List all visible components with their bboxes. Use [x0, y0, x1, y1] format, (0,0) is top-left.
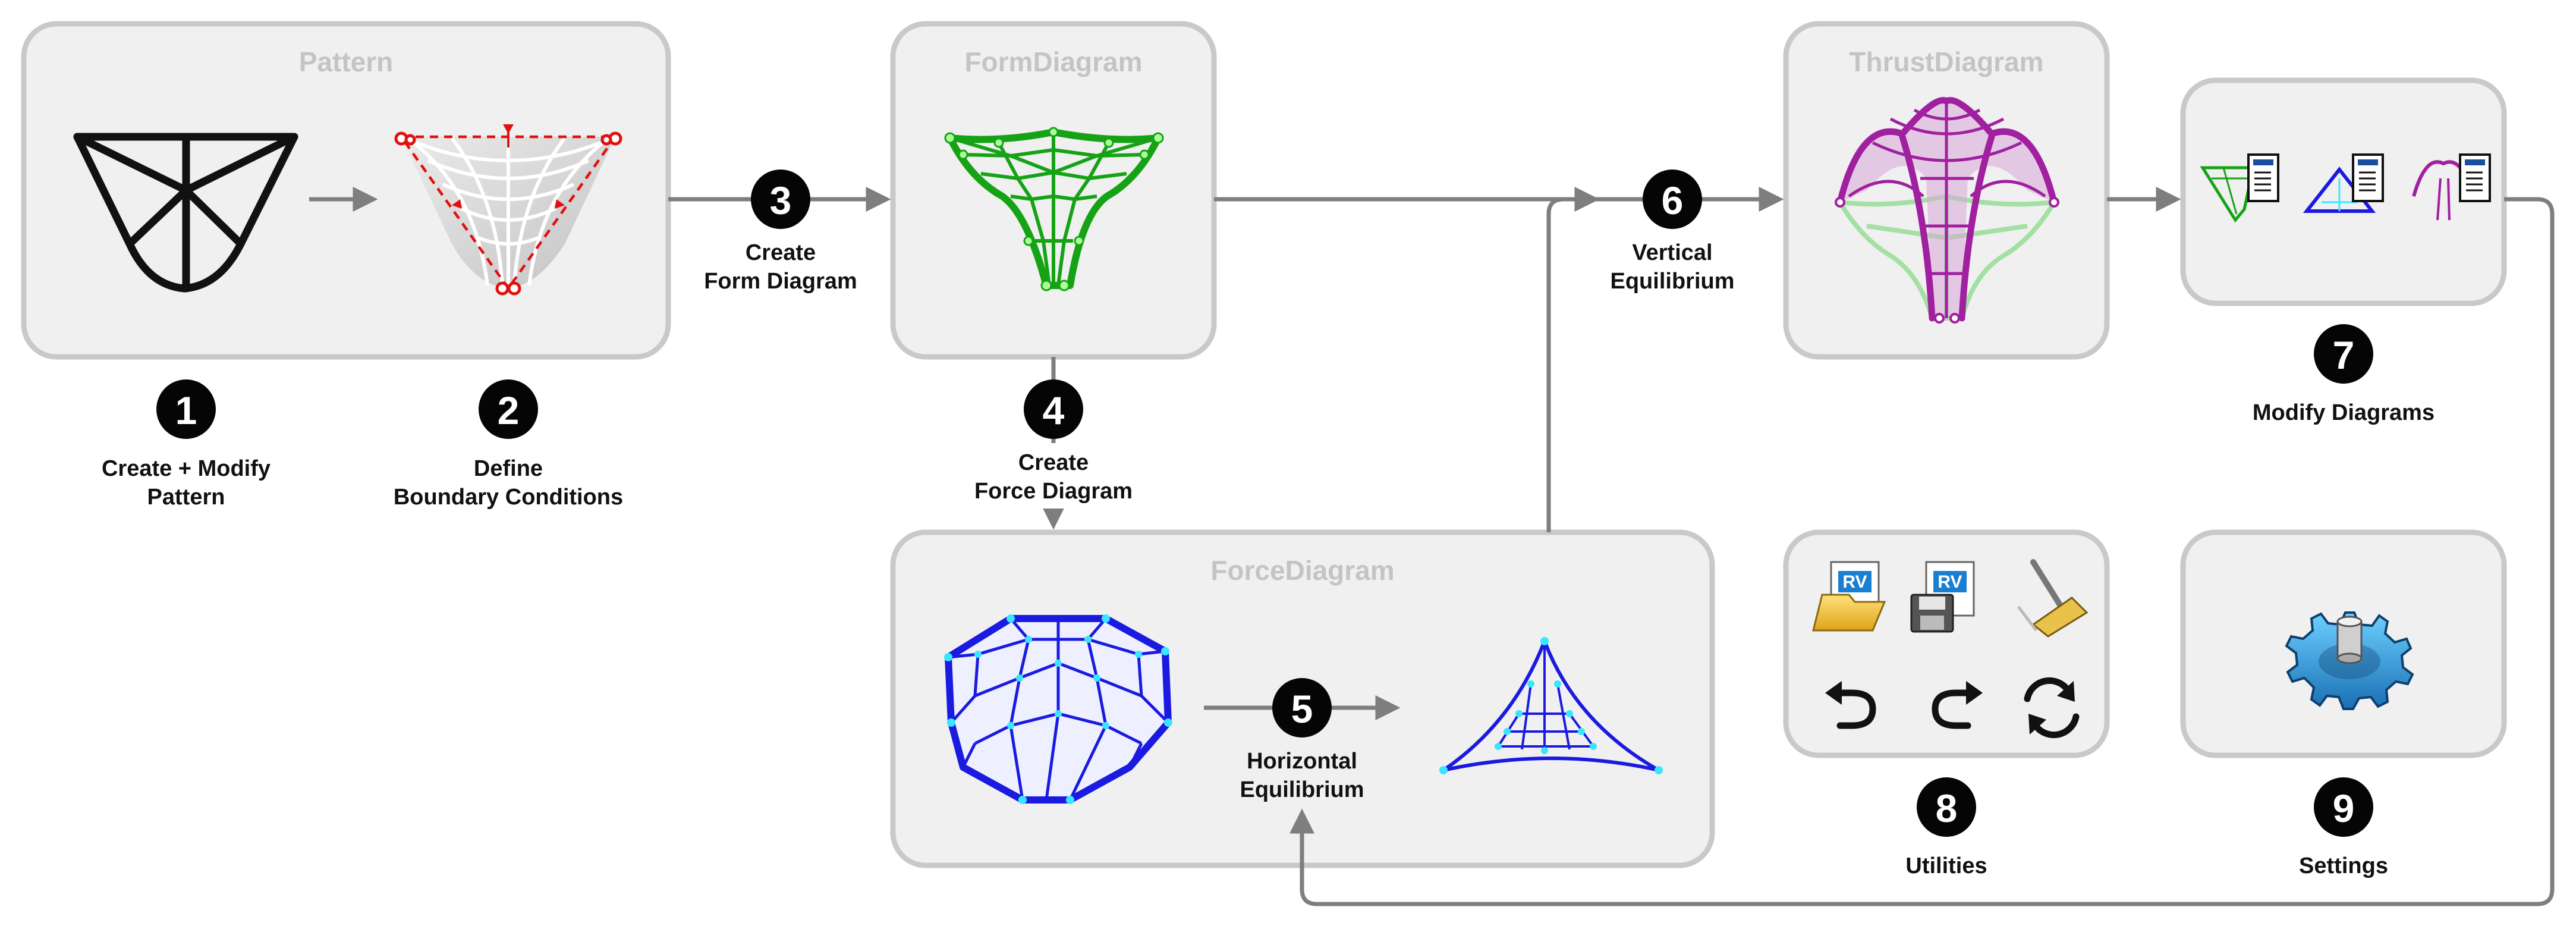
undo-icon[interactable]	[1825, 681, 1876, 729]
step-5-label-line1: Horizontal	[1247, 749, 1357, 774]
form-diagram-illustration	[944, 127, 1164, 291]
step-1-label-line1: Create + Modify	[102, 456, 271, 481]
step-5-label-line2: Equilibrium	[1240, 777, 1364, 802]
pattern-illustration	[73, 133, 298, 293]
boundary-conditions-illustration	[394, 124, 622, 296]
rv-label: RV	[1842, 572, 1867, 592]
step-6-label-line1: Vertical	[1632, 240, 1712, 265]
step-2-label-line1: Define	[474, 456, 543, 481]
arrow-force-to-vertical	[1546, 187, 1600, 532]
arrow-feedback-loop	[1289, 197, 2555, 906]
step-9-label: Settings	[2299, 853, 2388, 878]
step-2-number: 2	[498, 388, 520, 432]
step-8[interactable]: 8 Utilities	[1905, 777, 1987, 878]
step-3-label-line2: Form Diagram	[704, 269, 857, 294]
step-5[interactable]: 5 Horizontal Equilibrium	[1225, 678, 1379, 803]
step-6-number: 6	[1662, 178, 1684, 222]
force-panel-title: ForceDiagram	[1210, 555, 1394, 586]
force-diagram-equilibrium-illustration	[1439, 637, 1663, 774]
step-3-number: 3	[770, 178, 792, 222]
step-4-label-line2: Force Diagram	[974, 479, 1133, 504]
thrust-panel-title: ThrustDiagram	[1849, 46, 2043, 77]
step-4-label-line1: Create	[1018, 450, 1089, 475]
rv-label: RV	[1937, 572, 1962, 592]
step-7[interactable]: 7 Modify Diagrams	[2253, 324, 2435, 425]
pattern-panel-title: Pattern	[299, 46, 393, 77]
modify-diagrams-panel[interactable]	[2180, 77, 2507, 306]
connectors	[309, 187, 2555, 906]
step-6-label-line2: Equilibrium	[1611, 269, 1735, 294]
save-file-icon[interactable]: RV	[1910, 561, 1975, 633]
step-2-label-line2: Boundary Conditions	[394, 485, 623, 510]
gear-icon[interactable]	[2285, 611, 2414, 710]
redo-icon[interactable]	[1932, 681, 1983, 729]
reload-icon[interactable]	[2024, 677, 2080, 739]
modify-form-icon[interactable]	[2200, 153, 2279, 223]
step-1-number: 1	[175, 388, 197, 432]
step-1[interactable]: 1 Create + Modify Pattern	[102, 379, 271, 510]
step-1-label-line2: Pattern	[147, 485, 225, 510]
broom-icon[interactable]	[2017, 559, 2089, 638]
step-8-number: 8	[1936, 786, 1958, 830]
step-6[interactable]: 6 Vertical Equilibrium	[1611, 170, 1735, 294]
modify-force-icon[interactable]	[2303, 153, 2384, 213]
step-7-number: 7	[2333, 333, 2355, 377]
step-9[interactable]: 9 Settings	[2299, 777, 2388, 878]
step-5-number: 5	[1291, 687, 1313, 731]
form-panel-title: FormDiagram	[964, 46, 1142, 77]
step-3-label-line1: Create	[746, 240, 816, 265]
step-2[interactable]: 2 Define Boundary Conditions	[394, 379, 623, 510]
step-8-label: Utilities	[1905, 853, 1987, 878]
step-4-number: 4	[1043, 388, 1065, 432]
modify-thrust-icon[interactable]	[2412, 153, 2491, 221]
step-4[interactable]: 4 Create Force Diagram	[958, 379, 1149, 509]
force-diagram-initial-illustration	[944, 614, 1172, 804]
step-9-number: 9	[2333, 786, 2355, 830]
open-file-icon[interactable]: RV	[1812, 561, 1886, 632]
step-3[interactable]: 3 Create Form Diagram	[704, 170, 857, 294]
step-7-label: Modify Diagrams	[2253, 400, 2435, 425]
thrust-diagram-illustration	[1835, 97, 2059, 324]
